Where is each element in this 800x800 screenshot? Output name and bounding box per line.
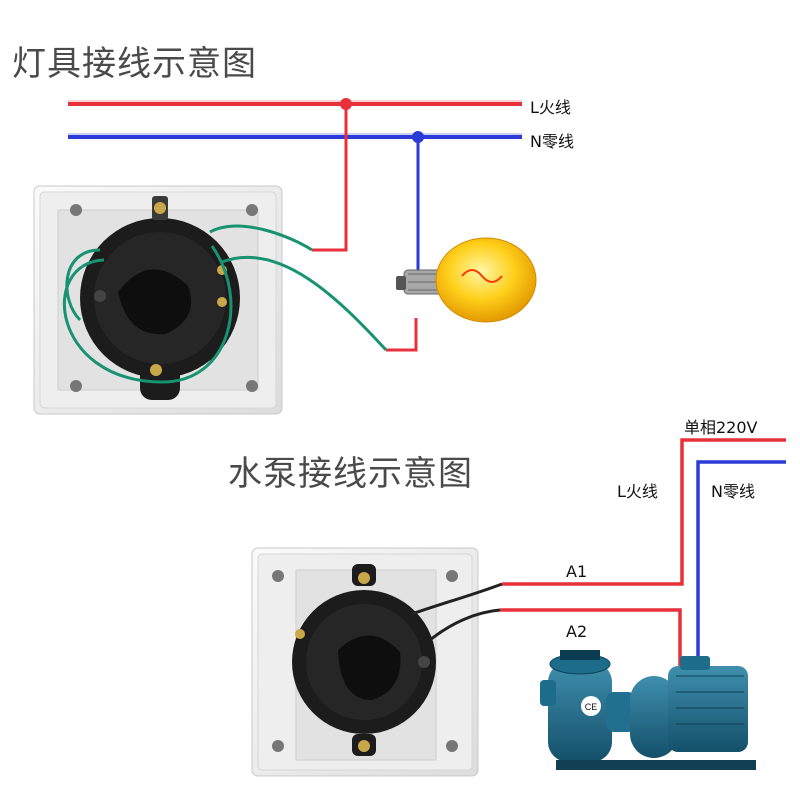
- switch-wire-1: [209, 224, 313, 252]
- pump-switch-wire-2: [429, 608, 501, 642]
- pump-live-line: [502, 438, 786, 586]
- a2-label: A2: [566, 622, 588, 641]
- pump-a2-line: [500, 608, 682, 668]
- water-pump: [540, 650, 756, 770]
- switch-wire-2: [221, 255, 388, 352]
- pump-neutral-label: N零线: [711, 482, 755, 501]
- a1-label: A1: [566, 562, 588, 581]
- pump-neutral-line: [696, 460, 786, 668]
- lamp-return-wire: [386, 318, 418, 352]
- light-bulb: [396, 237, 537, 323]
- pump-switch: [251, 547, 479, 777]
- ce-mark: CE: [585, 702, 598, 712]
- pump-supply-label: 单相220V: [684, 418, 758, 437]
- pump-live-label: L火线: [617, 482, 658, 501]
- live-drop-wire: [312, 104, 348, 252]
- light-neutral-label: N零线: [530, 132, 574, 151]
- pump-diagram-title: 水泵接线示意图: [228, 454, 473, 494]
- light-live-label: L火线: [530, 98, 571, 117]
- light-diagram-title: 灯具接线示意图: [12, 44, 257, 84]
- pump-switch-wire-1: [411, 582, 503, 616]
- light-switch: [33, 185, 283, 415]
